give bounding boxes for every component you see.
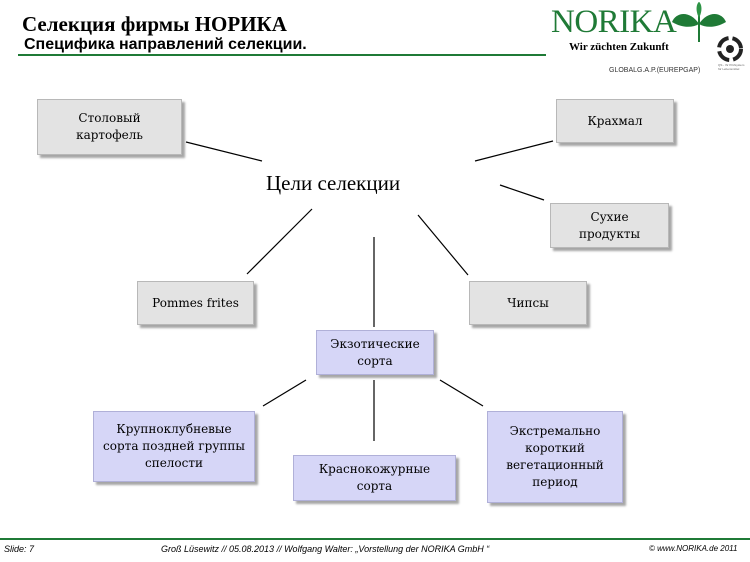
logo-tagline: Wir züchten Zukunft (569, 41, 669, 53)
leaf-icon (672, 2, 726, 43)
node-red-skin: Краснокожурные сорта (293, 455, 456, 501)
node-extreme-short: Экстремально короткий вегетационный пери… (487, 411, 623, 503)
line-starch (474, 140, 554, 162)
line-chips (417, 214, 469, 276)
node-table-potato: Столовый картофель (37, 99, 182, 155)
node-chips: Чипсы (469, 281, 587, 325)
qs-label: QS - Ihr Prüfsystem für Lebensmittel (718, 63, 745, 71)
node-pommes-frites: Pommes frites (137, 281, 254, 325)
certification-label: GLOBALG.A.P.(EUREPGAP) (609, 67, 701, 74)
page-title: Селекция фирмы НОРИКА (22, 12, 287, 36)
line-pommes-frites (246, 208, 313, 275)
copyright: © www.NORIKA.de 2011 (649, 544, 738, 553)
line-extreme-short (439, 379, 484, 407)
node-exotic: Экзотические сорта (316, 330, 434, 375)
footer-divider (0, 538, 750, 540)
line-large-late (262, 379, 307, 407)
node-large-late: Крупноклубневые сорта поздней группы спе… (93, 411, 255, 482)
header-divider (18, 54, 546, 56)
footer-caption: Groß Lüsewitz // 05.08.2013 // Wolfgang … (161, 544, 490, 554)
line-table-potato (185, 141, 263, 162)
slide-number: Slide: 7 (4, 544, 35, 554)
company-logo: NORIKA (551, 4, 677, 40)
page-subtitle: Специфика направлений селекции. (24, 36, 307, 53)
line-dry-products (499, 184, 545, 201)
recycle-icon (717, 36, 743, 62)
node-dry-products: Сухие продукты (550, 203, 669, 248)
node-starch: Крахмал (556, 99, 674, 143)
center-title: Цели селекции (266, 171, 401, 195)
